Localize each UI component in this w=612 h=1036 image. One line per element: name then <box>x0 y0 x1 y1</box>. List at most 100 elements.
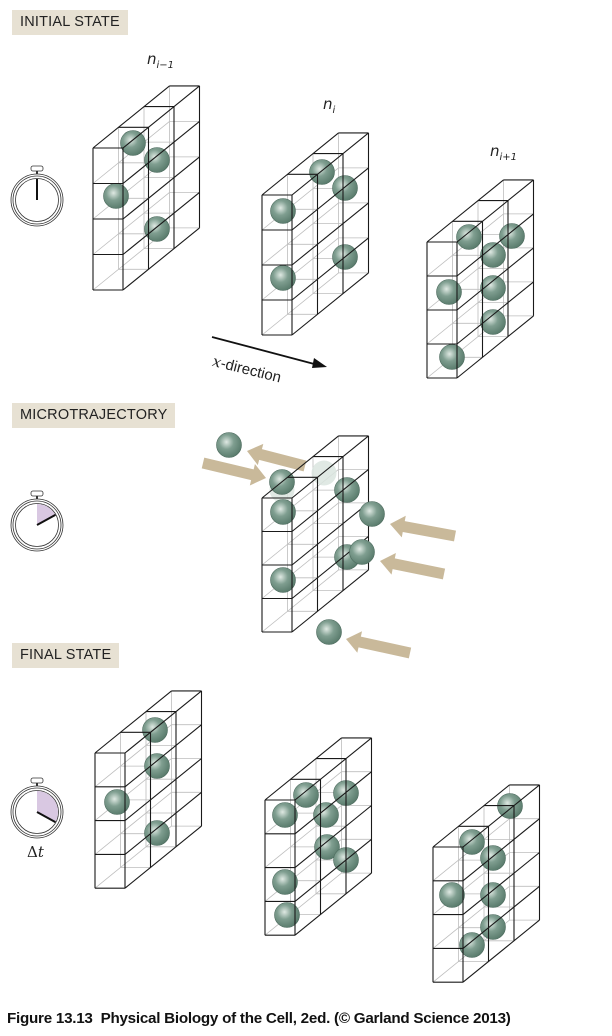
lattice-edge <box>456 179 534 243</box>
particle <box>459 829 485 855</box>
lattice-edge <box>122 120 200 184</box>
lattice-slab-final-n-i-plus-1 <box>432 784 541 983</box>
flux-arrow-in-right-1 <box>390 515 456 542</box>
stopwatch-knob <box>30 165 44 172</box>
lattice-edge <box>294 872 372 936</box>
particle <box>144 147 170 173</box>
section-label-microtrajectory: MICROTRAJECTORY <box>12 403 176 428</box>
lattice-edge <box>294 838 372 902</box>
particle <box>270 499 296 525</box>
particle <box>499 223 525 249</box>
particle <box>144 820 170 846</box>
arrow-shape <box>379 553 446 580</box>
lattice-edge <box>124 724 202 788</box>
lattice-edge <box>261 132 339 196</box>
stopwatch-final-icon <box>10 777 64 839</box>
lattice-edge <box>294 771 372 835</box>
lattice-edge <box>261 502 339 566</box>
slab-label-n-i-minus-1: ni−1 <box>147 50 175 71</box>
lattice-edge <box>122 156 200 220</box>
particle <box>456 224 482 250</box>
particle <box>144 753 170 779</box>
lattice-edge <box>291 202 369 266</box>
x-direction-arrow <box>211 336 319 366</box>
lattice-edge <box>462 852 540 916</box>
arrow-shape <box>201 457 267 486</box>
lattice-edge <box>261 569 339 633</box>
particle <box>480 309 506 335</box>
particle <box>120 130 146 156</box>
lattice-edge <box>291 502 369 566</box>
lattice-edge <box>264 872 342 936</box>
lattice-edge <box>462 919 540 983</box>
lattice-edge <box>122 191 200 255</box>
lattice-edge <box>294 737 372 801</box>
lattice-edge <box>291 237 369 301</box>
stopwatch-initial-icon <box>10 165 64 227</box>
flux-arrow-in-right-2 <box>379 553 446 580</box>
lattice-slab-final-n-i <box>264 737 373 936</box>
stopwatch-ring <box>12 175 62 225</box>
particle <box>270 567 296 593</box>
elapsed-wedge <box>37 504 56 525</box>
slab-label-n-i-plus-1: ni+1 <box>490 142 518 163</box>
lattice-edge <box>261 237 339 301</box>
particle <box>313 802 339 828</box>
lattice-edge <box>261 272 339 336</box>
flux-arrow-in-left <box>201 457 267 486</box>
stopwatch-ring <box>12 500 62 550</box>
lattice-edge <box>462 818 540 882</box>
stopwatch-knob <box>30 490 44 497</box>
lattice-edge <box>291 468 369 532</box>
arrow-shape <box>246 443 307 472</box>
arrow-shape <box>390 515 456 542</box>
lattice-edge <box>462 784 540 848</box>
x-direction-arrowhead <box>312 358 327 368</box>
lattice-edge <box>122 85 200 149</box>
lattice-edge <box>456 213 534 277</box>
lattice-slab-initial-n-i-minus-1 <box>92 85 201 291</box>
flux-arrow-out-left <box>246 443 307 472</box>
particle <box>480 914 506 940</box>
section-label-initial-state: INITIAL STATE <box>12 10 128 35</box>
particle <box>439 344 465 370</box>
lattice-edge <box>261 202 339 266</box>
particle <box>439 882 465 908</box>
free-particle <box>216 432 242 458</box>
lattice-edge <box>456 315 534 379</box>
lattice-slab-microtrajectory <box>261 435 370 633</box>
particle <box>334 477 360 503</box>
stopwatch-hand <box>36 811 56 823</box>
particle <box>104 789 130 815</box>
free-particle <box>359 501 385 527</box>
lattice-edge <box>92 85 170 149</box>
lattice-edge <box>94 791 172 855</box>
particle <box>103 183 129 209</box>
lattice-edge <box>124 825 202 889</box>
lattice-edge <box>92 192 170 255</box>
lattice-slab-final-n-i-minus-1 <box>94 690 203 889</box>
slab-label-n-i: ni <box>323 95 336 116</box>
particle <box>480 275 506 301</box>
free-particle <box>349 539 375 565</box>
delta-t-label: Δt <box>27 843 44 861</box>
lattice-edge <box>124 690 202 754</box>
particle <box>480 242 506 268</box>
stopwatch-ring <box>12 787 62 837</box>
lattice-edge <box>294 805 372 869</box>
lattice-edge <box>291 569 369 633</box>
particle <box>272 802 298 828</box>
stopwatch-hand <box>36 514 56 526</box>
particle <box>480 882 506 908</box>
lattice-edge <box>291 435 369 499</box>
lattice-edge <box>264 737 342 801</box>
particle <box>274 902 300 928</box>
lattice-slab-initial-n-i-plus-1 <box>426 179 535 379</box>
lattice-edge <box>456 247 534 311</box>
particle <box>459 932 485 958</box>
lattice-edge <box>94 690 172 754</box>
particle <box>144 216 170 242</box>
lattice-edge <box>291 272 369 336</box>
lattice-edge <box>462 885 540 949</box>
stopwatch-micro-icon <box>10 490 64 552</box>
